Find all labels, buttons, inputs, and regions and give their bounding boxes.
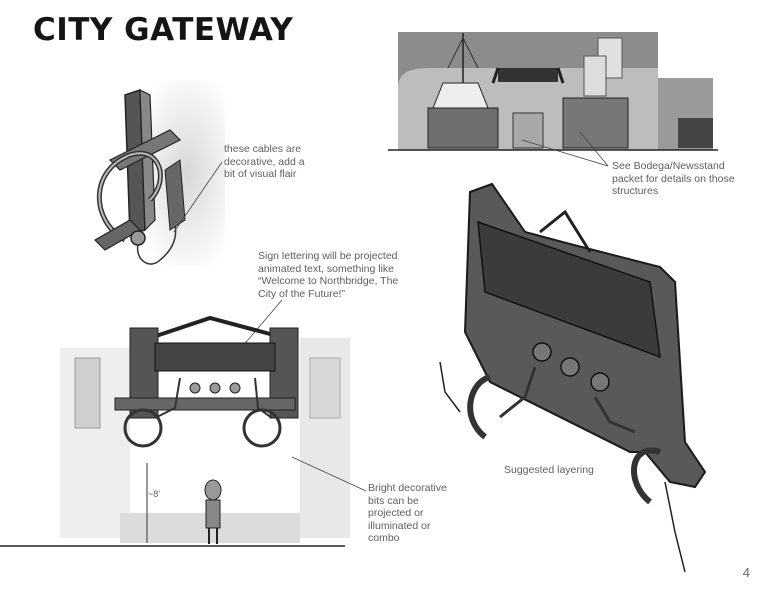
bodega-callout-lines (521, 131, 609, 167)
layering-note: Suggested layering (504, 464, 594, 476)
bright-bits-note: Bright decorative bits can be projected … (368, 482, 447, 544)
cables-callout-line (173, 161, 223, 233)
cables-note: these cables are decorative, add a bit o… (224, 143, 305, 180)
sign-lettering-note: Sign lettering will be projected animate… (258, 250, 399, 300)
perspective-gateway-sketch (439, 182, 707, 573)
cable-detail-sketch (94, 80, 225, 265)
bodega-note: See Bodega/Newsstand packet for details … (612, 160, 735, 197)
front-elevation-sketch (0, 315, 350, 547)
street-scene-sketch (388, 32, 718, 151)
page-number: 4 (742, 565, 750, 580)
page-title: CITY GATEWAY (33, 12, 294, 48)
height-label: ~8' (148, 489, 160, 499)
bright-callout-line (291, 456, 367, 492)
